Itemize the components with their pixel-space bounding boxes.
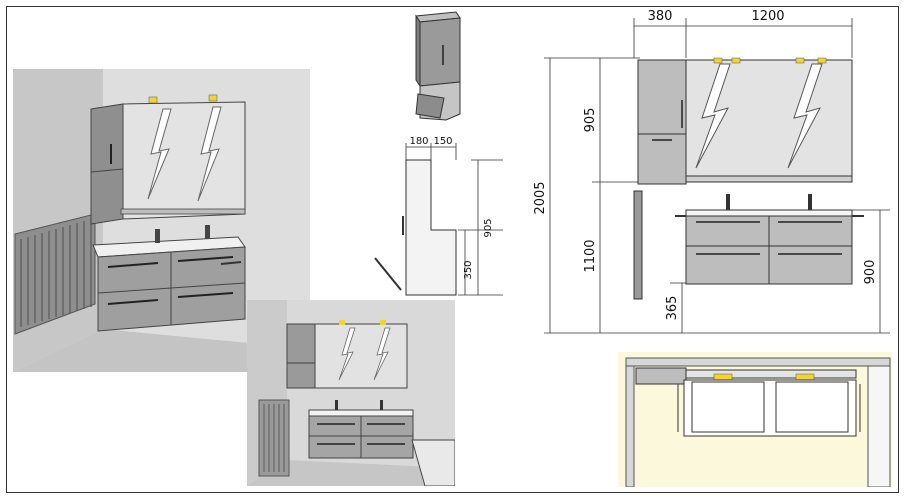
dim-upper-height: 905	[583, 108, 598, 133]
plan-view-drawing	[618, 352, 892, 487]
dim-side-depth-upper: 180	[409, 136, 428, 147]
dim-floor-gap: 365	[665, 296, 680, 321]
cabinet-open-sketch	[398, 10, 478, 122]
front-elevation-drawing: 380 1200 2005 905 1100 365 900	[530, 8, 892, 348]
dim-side-depth-lower: 150	[433, 136, 452, 147]
dim-vanity-height: 900	[863, 260, 878, 285]
dim-top-mirror-width: 1200	[751, 9, 784, 24]
dim-top-cabinet-width: 380	[648, 9, 673, 24]
radiator	[14, 213, 96, 335]
side-section-drawing: 180 150 905 350	[363, 130, 508, 305]
dim-side-height-lower: 350	[463, 260, 474, 279]
dim-total-height: 2005	[533, 181, 548, 214]
radiator-small	[258, 399, 290, 477]
dim-lower-height: 1100	[583, 239, 598, 272]
perspective-render-small	[247, 300, 455, 486]
perspective-render-large	[13, 69, 310, 372]
dim-side-height-upper: 905	[483, 218, 494, 237]
